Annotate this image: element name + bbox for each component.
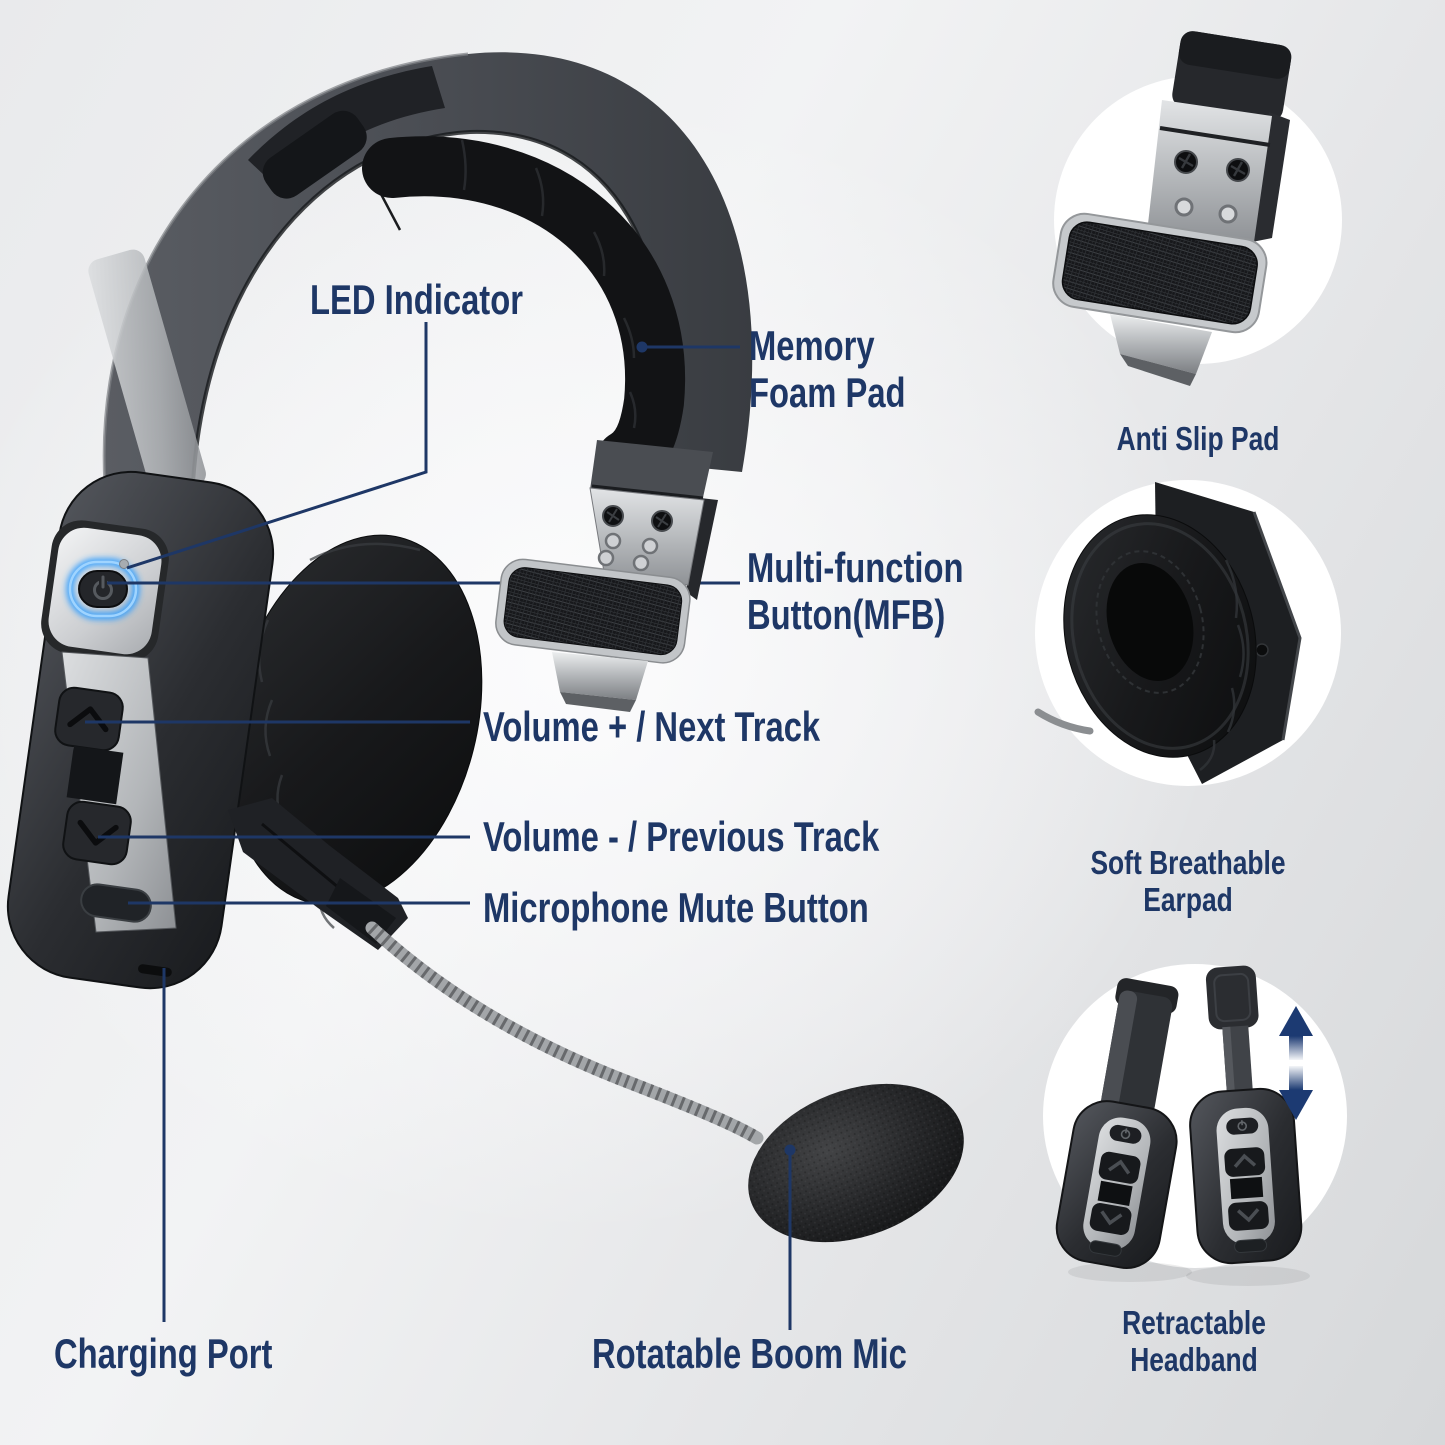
label-volume-down: Volume - / Previous Track [483, 813, 880, 860]
boom-anchor-dot [784, 1144, 796, 1156]
label-multi-function-button: Multi-function Button(MFB) [747, 544, 964, 638]
label-line: Soft Breathable [1090, 844, 1286, 881]
chevron-down-icon [77, 819, 119, 846]
vent-notches [597, 532, 659, 572]
headband-inner-plate [1148, 100, 1272, 242]
chevron-up-icon [1108, 1159, 1131, 1175]
label-anti-slip-pad: Anti Slip Pad [1038, 420, 1358, 457]
led-indicator-dot [119, 559, 129, 569]
mini-power-button [1226, 1117, 1259, 1135]
earcup-retracted [1055, 978, 1179, 1269]
headband-side-panel [88, 249, 206, 496]
feature-circle-anti-slip-pad [1052, 31, 1342, 386]
chevron-up-icon [1233, 1153, 1257, 1168]
anti-slip-pad [495, 558, 691, 664]
earcup-extended [1189, 965, 1303, 1265]
headset-main [6, 52, 964, 1243]
screws [1174, 150, 1250, 182]
label-soft-earpad: Soft Breathable Earpad [1028, 844, 1348, 918]
label-line: Earpad [1143, 881, 1233, 918]
mic-mute-button [80, 883, 152, 923]
power-icon [1237, 1120, 1248, 1131]
shell-screw [1255, 643, 1269, 657]
mini-power-button [1109, 1124, 1142, 1144]
earpad-closeup [1063, 514, 1257, 771]
volume-down-button [62, 800, 132, 866]
label-mic-mute: Microphone Mute Button [483, 884, 869, 931]
feature-circle-soft-earpad [1034, 480, 1341, 786]
cable-stub [1034, 708, 1094, 735]
headband-tip [552, 652, 648, 700]
leader-lines [85, 322, 792, 1330]
memory-foam-pad [362, 136, 686, 490]
label-boom-mic: Rotatable Boom Mic [592, 1330, 907, 1377]
anti-slip-pad-closeup [1052, 212, 1268, 334]
memory-foam-anchor-dot [636, 341, 648, 353]
power-icon [93, 575, 113, 600]
multi-function-power-button [66, 558, 140, 620]
power-icon [1120, 1128, 1131, 1140]
headband-tip [1110, 314, 1212, 374]
label-led-indicator: LED Indicator [310, 276, 523, 323]
label-volume-up: Volume + / Next Track [483, 703, 821, 750]
label-line: Button(MFB) [747, 591, 946, 638]
label-line: Memory [749, 322, 875, 369]
volume-up-button [54, 686, 124, 752]
label-line: Anti Slip Pad [1116, 420, 1280, 457]
screws [602, 505, 673, 532]
chevron-down-icon [1236, 1208, 1260, 1223]
mic-foam [748, 1083, 964, 1243]
rocker-center [66, 745, 124, 805]
headband-end-piece [495, 440, 718, 712]
label-line: Headband [1130, 1341, 1258, 1378]
extend-arrows-icon [1279, 1006, 1313, 1120]
label-line: Retractable [1122, 1304, 1266, 1341]
label-memory-foam-pad: Memory Foam Pad [749, 322, 906, 416]
label-retractable-headband: Retractable Headband [1034, 1304, 1354, 1378]
boom-mic-arm [365, 921, 764, 1145]
chevron-down-icon [1100, 1210, 1123, 1226]
led-leader-line [126, 322, 428, 570]
label-line: Foam Pad [749, 369, 906, 416]
feature-circle-retractable-headband [1043, 964, 1347, 1286]
label-charging-port: Charging Port [54, 1330, 273, 1377]
label-line: Multi-function [747, 544, 964, 591]
